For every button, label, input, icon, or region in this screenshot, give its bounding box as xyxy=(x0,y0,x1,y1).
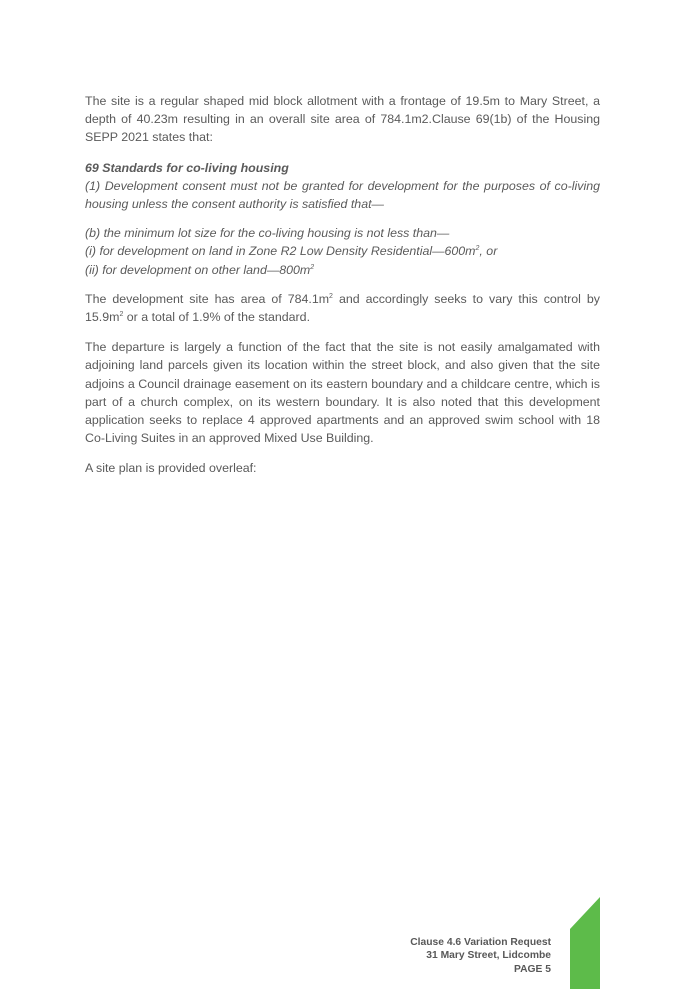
variation-text-a: The development site has area of 784.1m xyxy=(85,291,330,306)
variation-text-c: or a total of 1.9% of the standard. xyxy=(123,310,311,325)
accent-shape xyxy=(570,897,600,989)
clause-item-ii: (ii) for development on other land—800m2 xyxy=(85,261,600,279)
clause-quote-conditions: (b) the minimum lot size for the co-livi… xyxy=(85,224,600,279)
footer-page-number: PAGE 5 xyxy=(513,963,551,975)
clause-item-i-text: (i) for development on land in Zone R2 L… xyxy=(85,244,476,259)
clause-item-i-suffix: , or xyxy=(479,244,498,259)
clause-heading: 69 Standards for co-living housing xyxy=(85,160,289,175)
green-corner-accent xyxy=(570,897,600,989)
departure-paragraph: The departure is largely a function of t… xyxy=(85,340,600,446)
footer-address: 31 Mary Street, Lidcombe xyxy=(426,950,551,962)
clause-subclause-1: (1) Development consent must not be gran… xyxy=(85,178,600,212)
page-body: The site is a regular shaped mid block a… xyxy=(85,92,600,490)
variation-text-b: and accordingly seeks to vary this contr… xyxy=(85,291,600,325)
site-plan-note: A site plan is provided overleaf: xyxy=(85,461,257,476)
variation-paragraph: The development site has area of 784.1m2… xyxy=(85,290,600,326)
site-description-paragraph: The site is a regular shaped mid block a… xyxy=(85,94,600,145)
variation-superscript-1: 2 xyxy=(329,292,333,300)
clause-quote: 69 Standards for co-living housing (1) D… xyxy=(85,159,600,214)
clause-item-ii-text: (ii) for development on other land—800m xyxy=(85,262,311,277)
page-footer: Clause 4.6 Variation Request 31 Mary Str… xyxy=(410,936,551,976)
footer-document-title: Clause 4.6 Variation Request xyxy=(410,937,551,948)
variation-superscript-2: 2 xyxy=(119,311,124,319)
clause-item-i: (i) for development on land in Zone R2 L… xyxy=(85,242,600,260)
clause-item-ii-superscript: 2 xyxy=(310,263,315,271)
clause-item-i-superscript: 2 xyxy=(475,245,480,253)
clause-item-b: (b) the minimum lot size for the co-livi… xyxy=(85,226,450,241)
